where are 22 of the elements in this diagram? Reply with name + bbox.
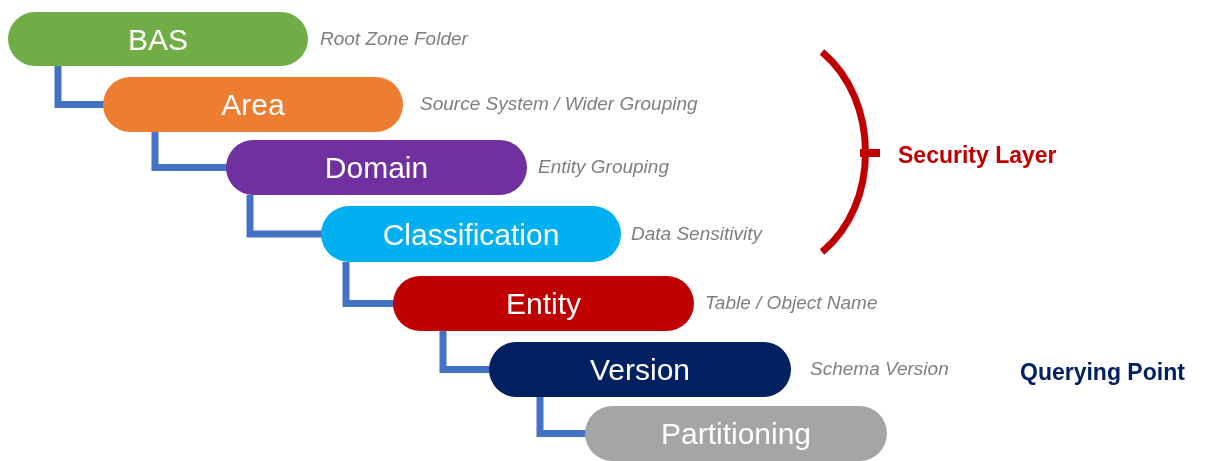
node-label: Domain: [324, 150, 429, 186]
pill-box: [489, 342, 791, 397]
node-description: Data Sensitivity: [631, 221, 762, 246]
node-description: Source System / Wider Grouping: [420, 92, 698, 117]
pill-box: [393, 276, 694, 331]
node-label: Entity: [506, 286, 581, 322]
pill-box: [321, 206, 621, 262]
node-label: Version: [589, 352, 691, 388]
node-description: Schema Version: [810, 357, 949, 382]
node-label: Classification: [382, 216, 560, 253]
node-label: Area: [221, 87, 285, 123]
pill-box: [8, 12, 308, 66]
node-label: Partitioning: [660, 416, 812, 452]
layer-label: Querying Point: [1020, 358, 1185, 387]
node-label: BAS: [128, 21, 188, 58]
layer-label: Security Layer: [898, 141, 1057, 170]
node-description: Root Zone Folder: [320, 26, 468, 51]
pill-box: [226, 140, 527, 195]
pill-box: [585, 406, 887, 461]
pill-box: [103, 77, 403, 132]
node-description: Table / Object Name: [705, 291, 878, 316]
node-description: Entity Grouping: [538, 155, 669, 180]
